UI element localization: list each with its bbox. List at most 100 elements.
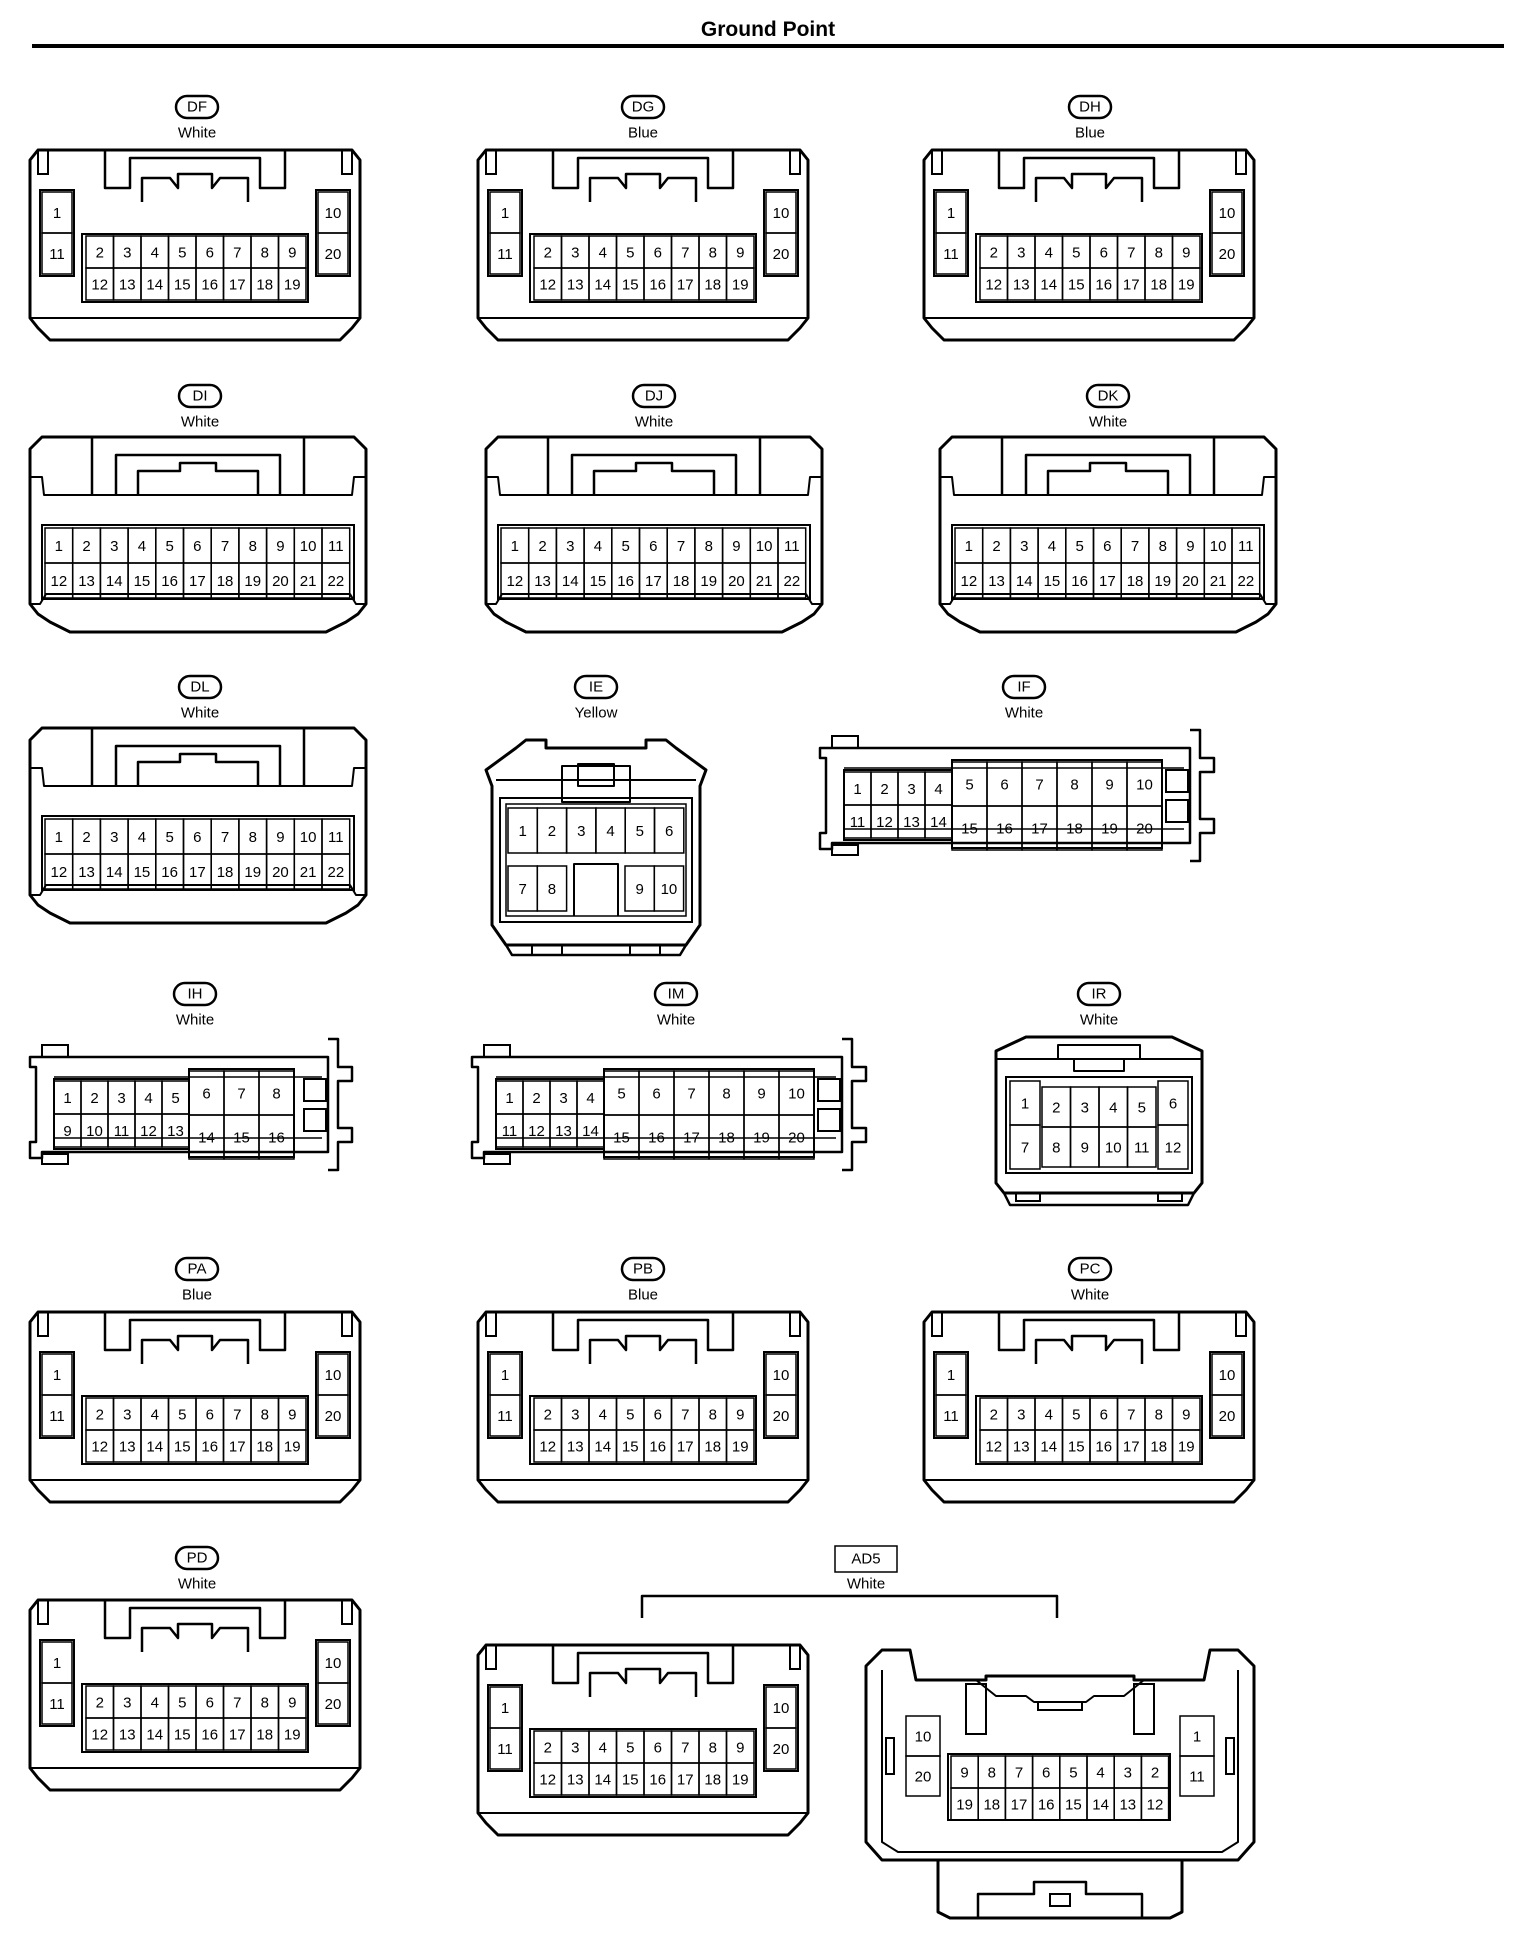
pin-11: 11 — [41, 1394, 73, 1437]
pin-9: 9 — [53, 1113, 82, 1148]
pin-label: 18 — [256, 277, 273, 294]
pin-label: 5 — [171, 1090, 179, 1107]
pin-11: 11 — [107, 1113, 136, 1148]
pin-label: 7 — [681, 245, 689, 262]
pin-label: 5 — [165, 538, 173, 555]
pin-20: 20 — [1211, 1394, 1243, 1437]
pin-15: 15 — [583, 562, 613, 599]
pin-label: 14 — [594, 1772, 611, 1789]
pin-3: 3 — [99, 818, 129, 855]
pin-18: 18 — [698, 267, 728, 301]
pin-10: 10 — [317, 191, 349, 234]
pin-label: 13 — [167, 1123, 184, 1140]
connector-color: White — [1080, 1012, 1118, 1029]
pin-label: 19 — [244, 573, 261, 590]
pin-18: 18 — [977, 1787, 1007, 1821]
pin-label: 14 — [106, 864, 123, 881]
pin-label: 20 — [1182, 573, 1199, 590]
pin-1: 1 — [1009, 1080, 1041, 1126]
pin-label: 15 — [1065, 1797, 1082, 1814]
pin-label: 5 — [617, 1086, 625, 1103]
pin-6: 6 — [1089, 1397, 1119, 1431]
pin-label: 19 — [1178, 1439, 1195, 1456]
pin-18: 18 — [1144, 267, 1174, 301]
pin-label: 7 — [1035, 777, 1043, 794]
pin-14: 14 — [588, 1429, 618, 1463]
connector-tag — [172, 981, 218, 1007]
pin-22: 22 — [777, 562, 807, 599]
pin-label: 13 — [903, 814, 920, 831]
connector-tag — [620, 94, 666, 120]
pin-label: 4 — [599, 1407, 607, 1424]
pin-4: 4 — [595, 807, 626, 854]
pin-label: 11 — [943, 246, 959, 263]
pin-label: 20 — [728, 573, 745, 590]
pin-20: 20 — [778, 1114, 815, 1160]
pin-label: 13 — [119, 277, 136, 294]
pin-4: 4 — [1034, 1397, 1064, 1431]
pin-label: 17 — [1031, 821, 1048, 838]
pin-19: 19 — [950, 1787, 979, 1821]
pin-label: 19 — [956, 1797, 973, 1814]
pin-label: 6 — [654, 245, 662, 262]
pin-label: 20 — [1136, 821, 1153, 838]
pin-label: 15 — [590, 573, 607, 590]
pin-20: 20 — [765, 1727, 797, 1770]
pin-17: 17 — [222, 1429, 252, 1463]
pin-21: 21 — [1203, 562, 1233, 599]
connector-color: White — [635, 414, 673, 431]
pin-label: 1 — [518, 823, 526, 840]
pin-15: 15 — [615, 267, 645, 301]
pin-3: 3 — [107, 1080, 136, 1115]
pin-12: 12 — [533, 267, 563, 301]
pin-label: 18 — [704, 1772, 721, 1789]
pin-label: 4 — [151, 1695, 159, 1712]
pin-label: 18 — [704, 1439, 721, 1456]
pin-4: 4 — [924, 771, 953, 806]
pin-label: 8 — [261, 1407, 269, 1424]
pin-label: 12 — [539, 1439, 556, 1456]
pin-label: 2 — [1151, 1765, 1159, 1782]
pin-label: 16 — [268, 1130, 285, 1147]
pin-label: 17 — [189, 573, 206, 590]
connector-dj: DJWhite112213314415516617718819920102111… — [484, 383, 824, 634]
pin-label: 21 — [1210, 573, 1227, 590]
pin-label: 16 — [1095, 277, 1112, 294]
pin-label: 19 — [1154, 573, 1171, 590]
connector-tag — [834, 1545, 898, 1573]
pin-label: 2 — [532, 1090, 540, 1107]
pin-20: 20 — [1211, 232, 1243, 275]
pin-7: 7 — [222, 1685, 252, 1719]
pin-label: 13 — [78, 573, 95, 590]
pin-13: 13 — [71, 853, 102, 890]
pin-label: 16 — [1071, 573, 1088, 590]
pin-label: 11 — [328, 829, 344, 846]
pin-label: 16 — [201, 1727, 218, 1744]
pin-19: 19 — [1171, 1429, 1201, 1463]
pin-label: 8 — [272, 1086, 280, 1103]
pin-3: 3 — [555, 527, 585, 564]
connector-tag — [174, 1256, 220, 1282]
connector-color: White — [178, 1576, 216, 1593]
pin-4: 4 — [1086, 1755, 1115, 1789]
connector-color: Blue — [628, 125, 658, 142]
pin-2: 2 — [85, 235, 115, 269]
pin-label: 3 — [1081, 1100, 1089, 1117]
pin-17: 17 — [670, 267, 700, 301]
pin-label: 3 — [1020, 538, 1028, 555]
pin-label: 6 — [206, 1695, 214, 1712]
pin-14: 14 — [140, 267, 170, 301]
pin-label: 16 — [1038, 1797, 1055, 1814]
pin-label: 15 — [622, 277, 639, 294]
pin-16: 16 — [195, 267, 225, 301]
pin-label: 7 — [687, 1086, 695, 1103]
pin-3: 3 — [897, 771, 926, 806]
pin-label: 2 — [544, 245, 552, 262]
pin-20: 20 — [265, 853, 296, 890]
pin-14: 14 — [924, 804, 953, 839]
pin-label: 14 — [198, 1130, 215, 1147]
